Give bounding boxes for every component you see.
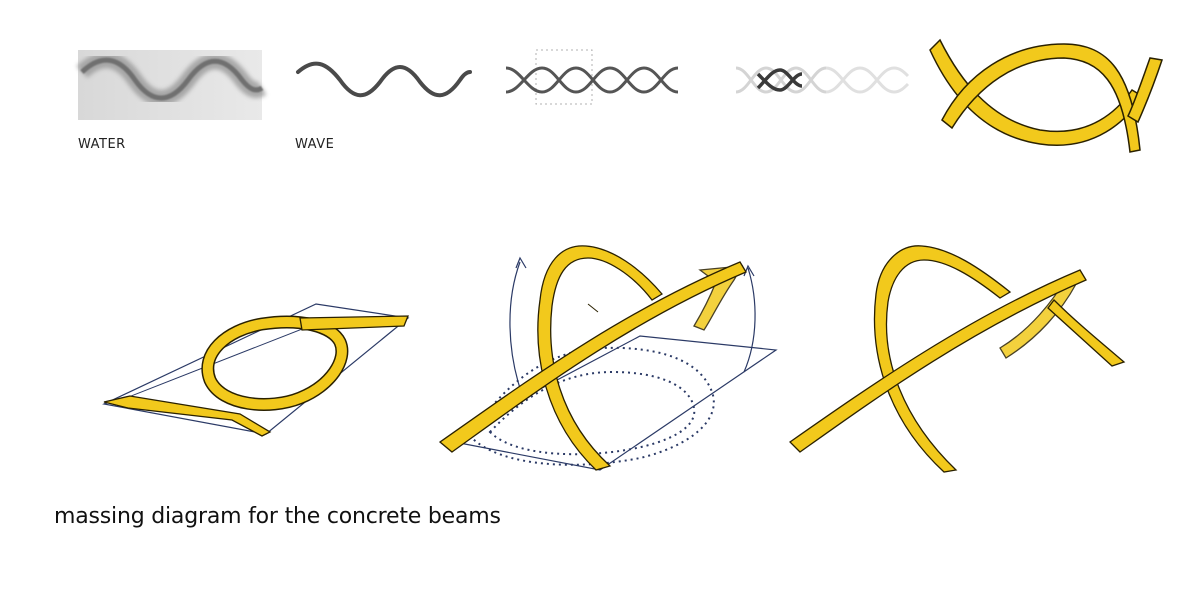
diagram-caption: massing diagram for the concrete beams [54,504,501,529]
braided-wave-sketch [505,49,679,105]
massing-final [788,245,1126,473]
massing-flat [102,303,410,437]
massing-lifting [438,245,778,471]
wave-sketch [296,61,472,98]
wave-label: WAVE [295,137,335,152]
water-sketch [76,50,267,120]
fading-braid-sketch [735,66,910,94]
yellow-ribbon-loop [929,38,1163,153]
water-label: WATER [78,137,126,152]
